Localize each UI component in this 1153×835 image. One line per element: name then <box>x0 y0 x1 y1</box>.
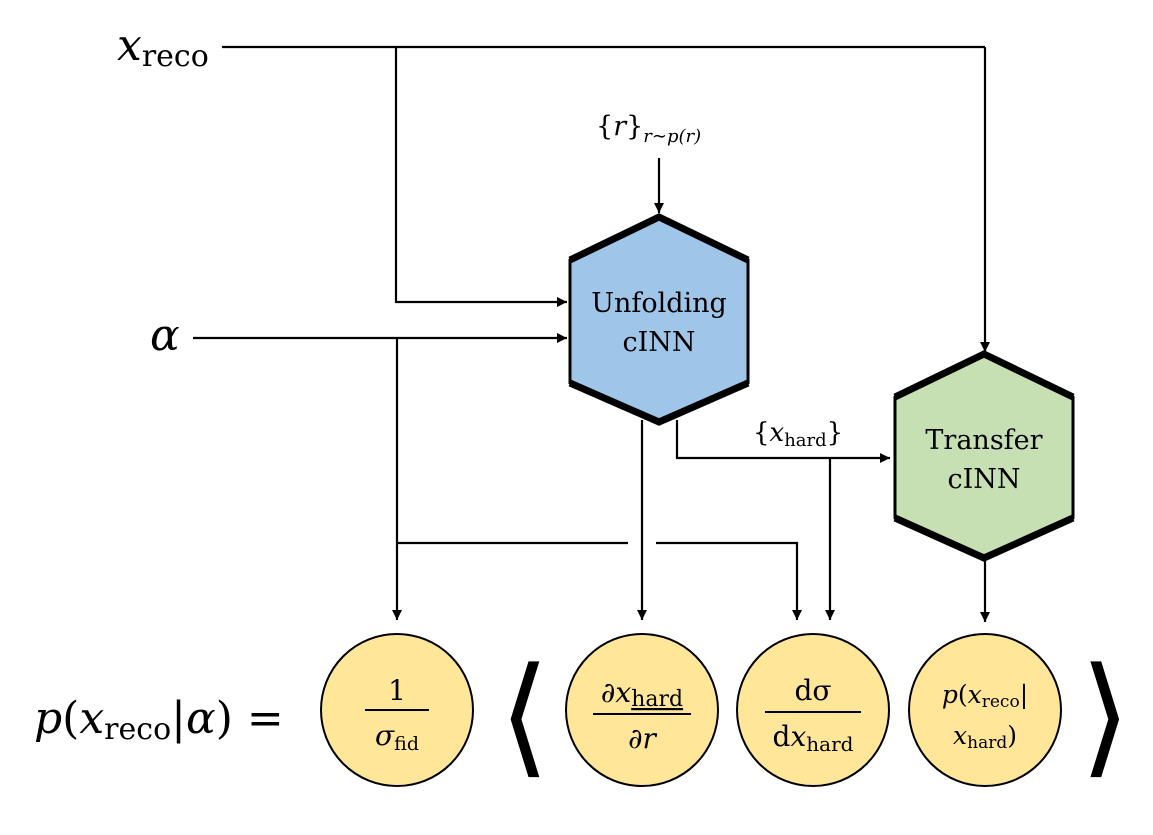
angle-bracket-right: ⟩ <box>1080 639 1131 791</box>
jacobian-term: ∂xhard ∂r <box>565 633 719 787</box>
likelihood-term: p(xreco| xhard) <box>908 633 1062 787</box>
jacobian-term-numerator: ∂xhard <box>601 676 683 712</box>
jacobian-term-denominator: ∂r <box>628 722 657 755</box>
xsec-term-circle <box>736 633 890 787</box>
unfolding-cinn-top-edge <box>568 213 750 264</box>
angle-bracket-left: ⟨ <box>499 639 550 791</box>
fid-term-denominator: σfid <box>375 719 419 755</box>
fid-term: 1 σfid <box>320 633 474 787</box>
transfer-cinn-label-line2: cINN <box>947 464 1020 495</box>
alpha-to-xsec-arrow <box>656 541 802 620</box>
connections <box>193 45 990 622</box>
transfer-cinn-label-line1: Transfer <box>925 425 1042 456</box>
xsec-term-numerator: dσ <box>794 674 831 707</box>
x-reco-input-label: xreco <box>117 20 209 74</box>
xsec-term-denominator: dxhard <box>773 720 854 756</box>
noise-input-label: {r}r∼p(r) <box>596 111 701 147</box>
x-reco-to-unfolding-arrow <box>394 47 567 307</box>
transfer-cinn-node: Transfer cINN <box>893 350 1075 562</box>
alpha-input-label: α <box>150 310 180 361</box>
fid-term-numerator: 1 <box>388 674 406 707</box>
likelihood-term-line2: xhard) <box>953 721 1017 753</box>
jacobian-term-circle <box>565 633 719 787</box>
xsec-term: dσ dxhard <box>736 633 890 787</box>
unfolding-cinn-bottom-edge <box>568 379 750 426</box>
x-hard-edge-label: {xhard} <box>753 418 843 451</box>
likelihood-term-circle <box>908 633 1062 787</box>
transfer-cinn-top-edge <box>893 350 1075 401</box>
unfolding-to-transfer-arrow <box>675 420 890 463</box>
likelihood-term-line1: p(xreco| <box>942 680 1028 712</box>
unfolding-cinn-label-line2: cINN <box>622 327 695 358</box>
unfolding-cinn-label-line1: Unfolding <box>591 288 727 319</box>
transfer-cinn-bottom-edge <box>893 514 1075 562</box>
equation-lhs: p(xreco|α)= <box>34 693 284 747</box>
unfolding-cinn-node: Unfolding cINN <box>568 213 750 426</box>
